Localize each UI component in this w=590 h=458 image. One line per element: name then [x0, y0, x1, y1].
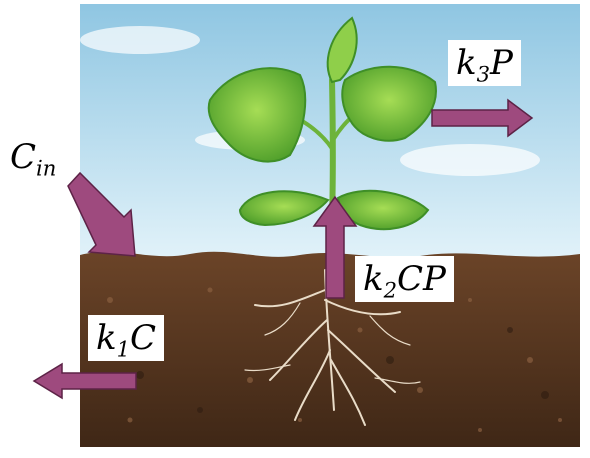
label-k2cp-sub: 2	[383, 277, 398, 303]
plant-roots	[244, 269, 421, 426]
leaf-lower-left	[238, 190, 330, 227]
label-k2cp-rest: CP	[397, 259, 446, 299]
label-k3p-rest: P	[490, 43, 513, 83]
arrow-c-in	[67, 171, 136, 257]
label-c-in-sub: in	[36, 155, 57, 181]
label-k3p-base: k	[456, 43, 477, 83]
label-k1c: k1C	[88, 315, 165, 362]
label-k1c-rest: C	[130, 318, 157, 358]
leaf-upper-right	[341, 65, 437, 142]
plant-bud	[326, 16, 358, 84]
leaf-upper-left	[207, 67, 307, 163]
label-k2cp-base: k	[363, 259, 384, 299]
label-k3p: k3P	[448, 40, 521, 86]
label-k2cp: k2CP	[355, 256, 454, 302]
arrow-k3p	[431, 98, 534, 138]
label-k1c-sub: 1	[116, 336, 131, 362]
label-k1c-base: k	[96, 318, 117, 358]
label-k3p-sub: 3	[476, 61, 491, 87]
label-c-in: Cin	[10, 137, 56, 178]
label-c-in-base: C	[10, 137, 37, 177]
arrow-k2cp	[312, 195, 358, 299]
arrow-k1c	[32, 362, 137, 400]
